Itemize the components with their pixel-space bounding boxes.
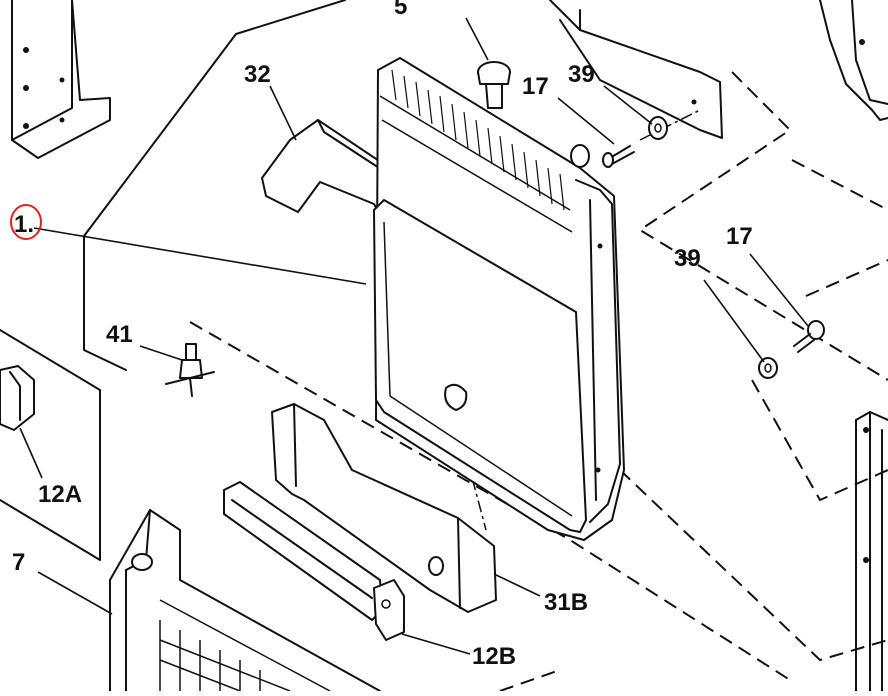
callout-39-right: 39 — [674, 245, 701, 272]
radiator-cap-5 — [477, 61, 511, 109]
drain-cock-41 — [165, 343, 215, 397]
callout-39-upper: 39 — [568, 61, 595, 88]
upper-right-frame — [549, 0, 888, 139]
bolt-17-upper — [602, 145, 635, 168]
washer-39-right — [758, 357, 778, 379]
right-side-frame — [855, 411, 888, 692]
upper-left-bracket — [11, 0, 111, 159]
grille-7-mesh — [159, 620, 291, 692]
bolt-17-right — [793, 320, 825, 353]
callout-31b: 31B — [544, 589, 588, 616]
leader-lines — [19, 17, 809, 655]
cushion-31b — [271, 403, 497, 613]
callout-1: 1. — [14, 211, 34, 238]
dashed-boundaries — [189, 71, 888, 692]
grille-7 — [109, 509, 381, 692]
callout-7: 7 — [12, 549, 25, 576]
radiator-core — [373, 57, 625, 541]
washer-39-upper — [648, 116, 668, 140]
callout-12a: 12A — [38, 481, 82, 508]
callout-41: 41 — [106, 321, 133, 348]
radiator-top-fins — [379, 69, 573, 233]
bracket-12b — [223, 481, 405, 641]
bracket-12a — [0, 329, 101, 561]
callout-labels: 1. 5 17 39 32 39 17 41 12A 7 31B 12B — [10, 0, 753, 670]
highlight-circle — [10, 204, 42, 240]
callout-32: 32 — [244, 61, 271, 88]
callout-17-upper: 17 — [522, 73, 549, 100]
callout-5: 5 — [394, 0, 407, 20]
callout-17-right: 17 — [726, 223, 753, 250]
callout-12b: 12B — [472, 643, 516, 670]
